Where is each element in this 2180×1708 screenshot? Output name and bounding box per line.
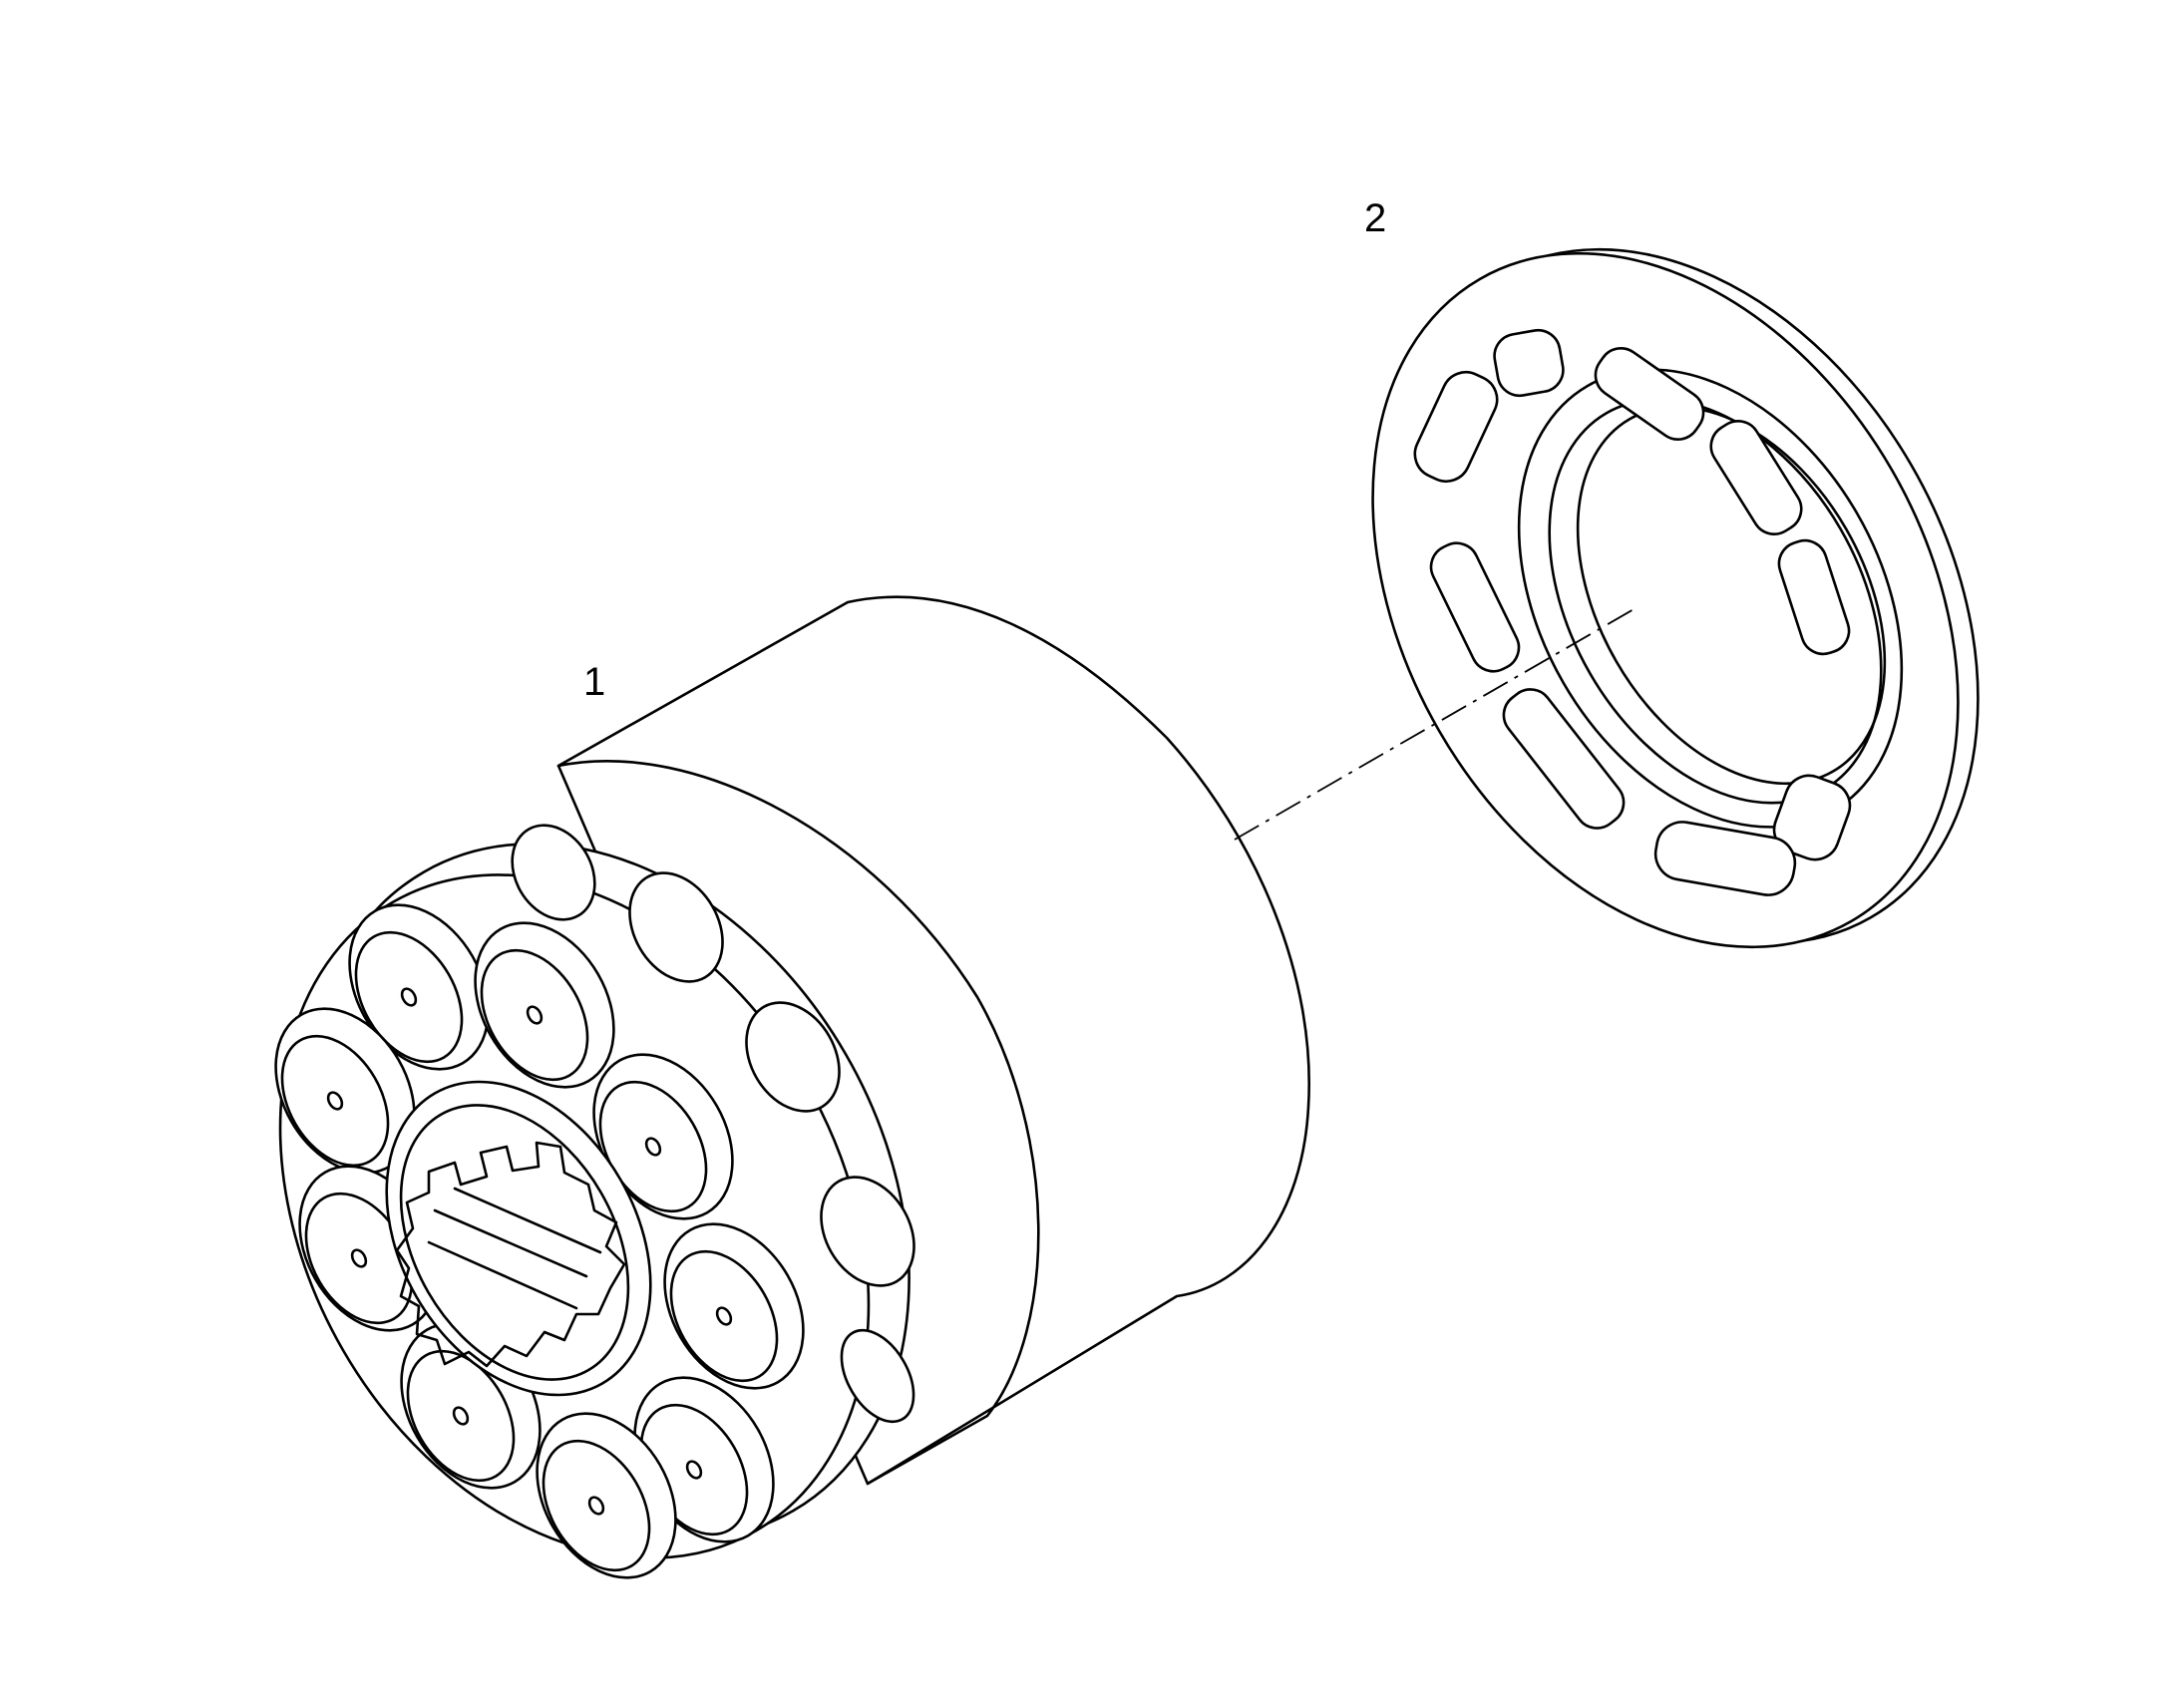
cylinder-body-edge <box>556 760 1040 1486</box>
piston-bores <box>274 903 805 1579</box>
spline-hub-inner <box>399 1104 630 1381</box>
spline-grooves <box>427 1187 602 1310</box>
piston-bore <box>663 1222 805 1390</box>
spline-hub-outer <box>385 1080 652 1397</box>
piston-sleeve <box>745 1001 841 1113</box>
piston-sleeves <box>511 824 915 1424</box>
port-slot <box>1493 328 1565 398</box>
piston-sleeve <box>628 871 724 983</box>
port-slot <box>1772 774 1852 861</box>
valve-plate-bore-inner <box>1576 405 1887 786</box>
port-slot <box>1709 420 1803 535</box>
splined-bore <box>385 1080 652 1397</box>
piston-sleeve <box>840 1328 915 1424</box>
port-slot <box>1777 538 1851 656</box>
port-slot <box>1413 371 1499 483</box>
piston-bore <box>474 921 615 1089</box>
port-slot <box>1429 541 1521 673</box>
valve-plate-ports <box>1413 328 1852 896</box>
cylinder-block <box>274 595 1310 1579</box>
piston-bore <box>536 1412 677 1579</box>
piston-bore <box>348 903 490 1071</box>
piston-sleeve <box>511 824 596 921</box>
center-axis-line <box>1234 607 1636 841</box>
callout-1: 1 <box>583 660 605 704</box>
port-slot <box>1594 347 1705 441</box>
callout-2: 2 <box>1364 196 1386 240</box>
port-slot <box>1653 821 1797 896</box>
spline-teeth <box>395 1141 626 1368</box>
port-slot <box>1502 688 1626 830</box>
cylinder-body <box>556 595 1310 1486</box>
valve-plate <box>1371 247 1980 949</box>
piston-sleeve <box>820 1176 915 1287</box>
